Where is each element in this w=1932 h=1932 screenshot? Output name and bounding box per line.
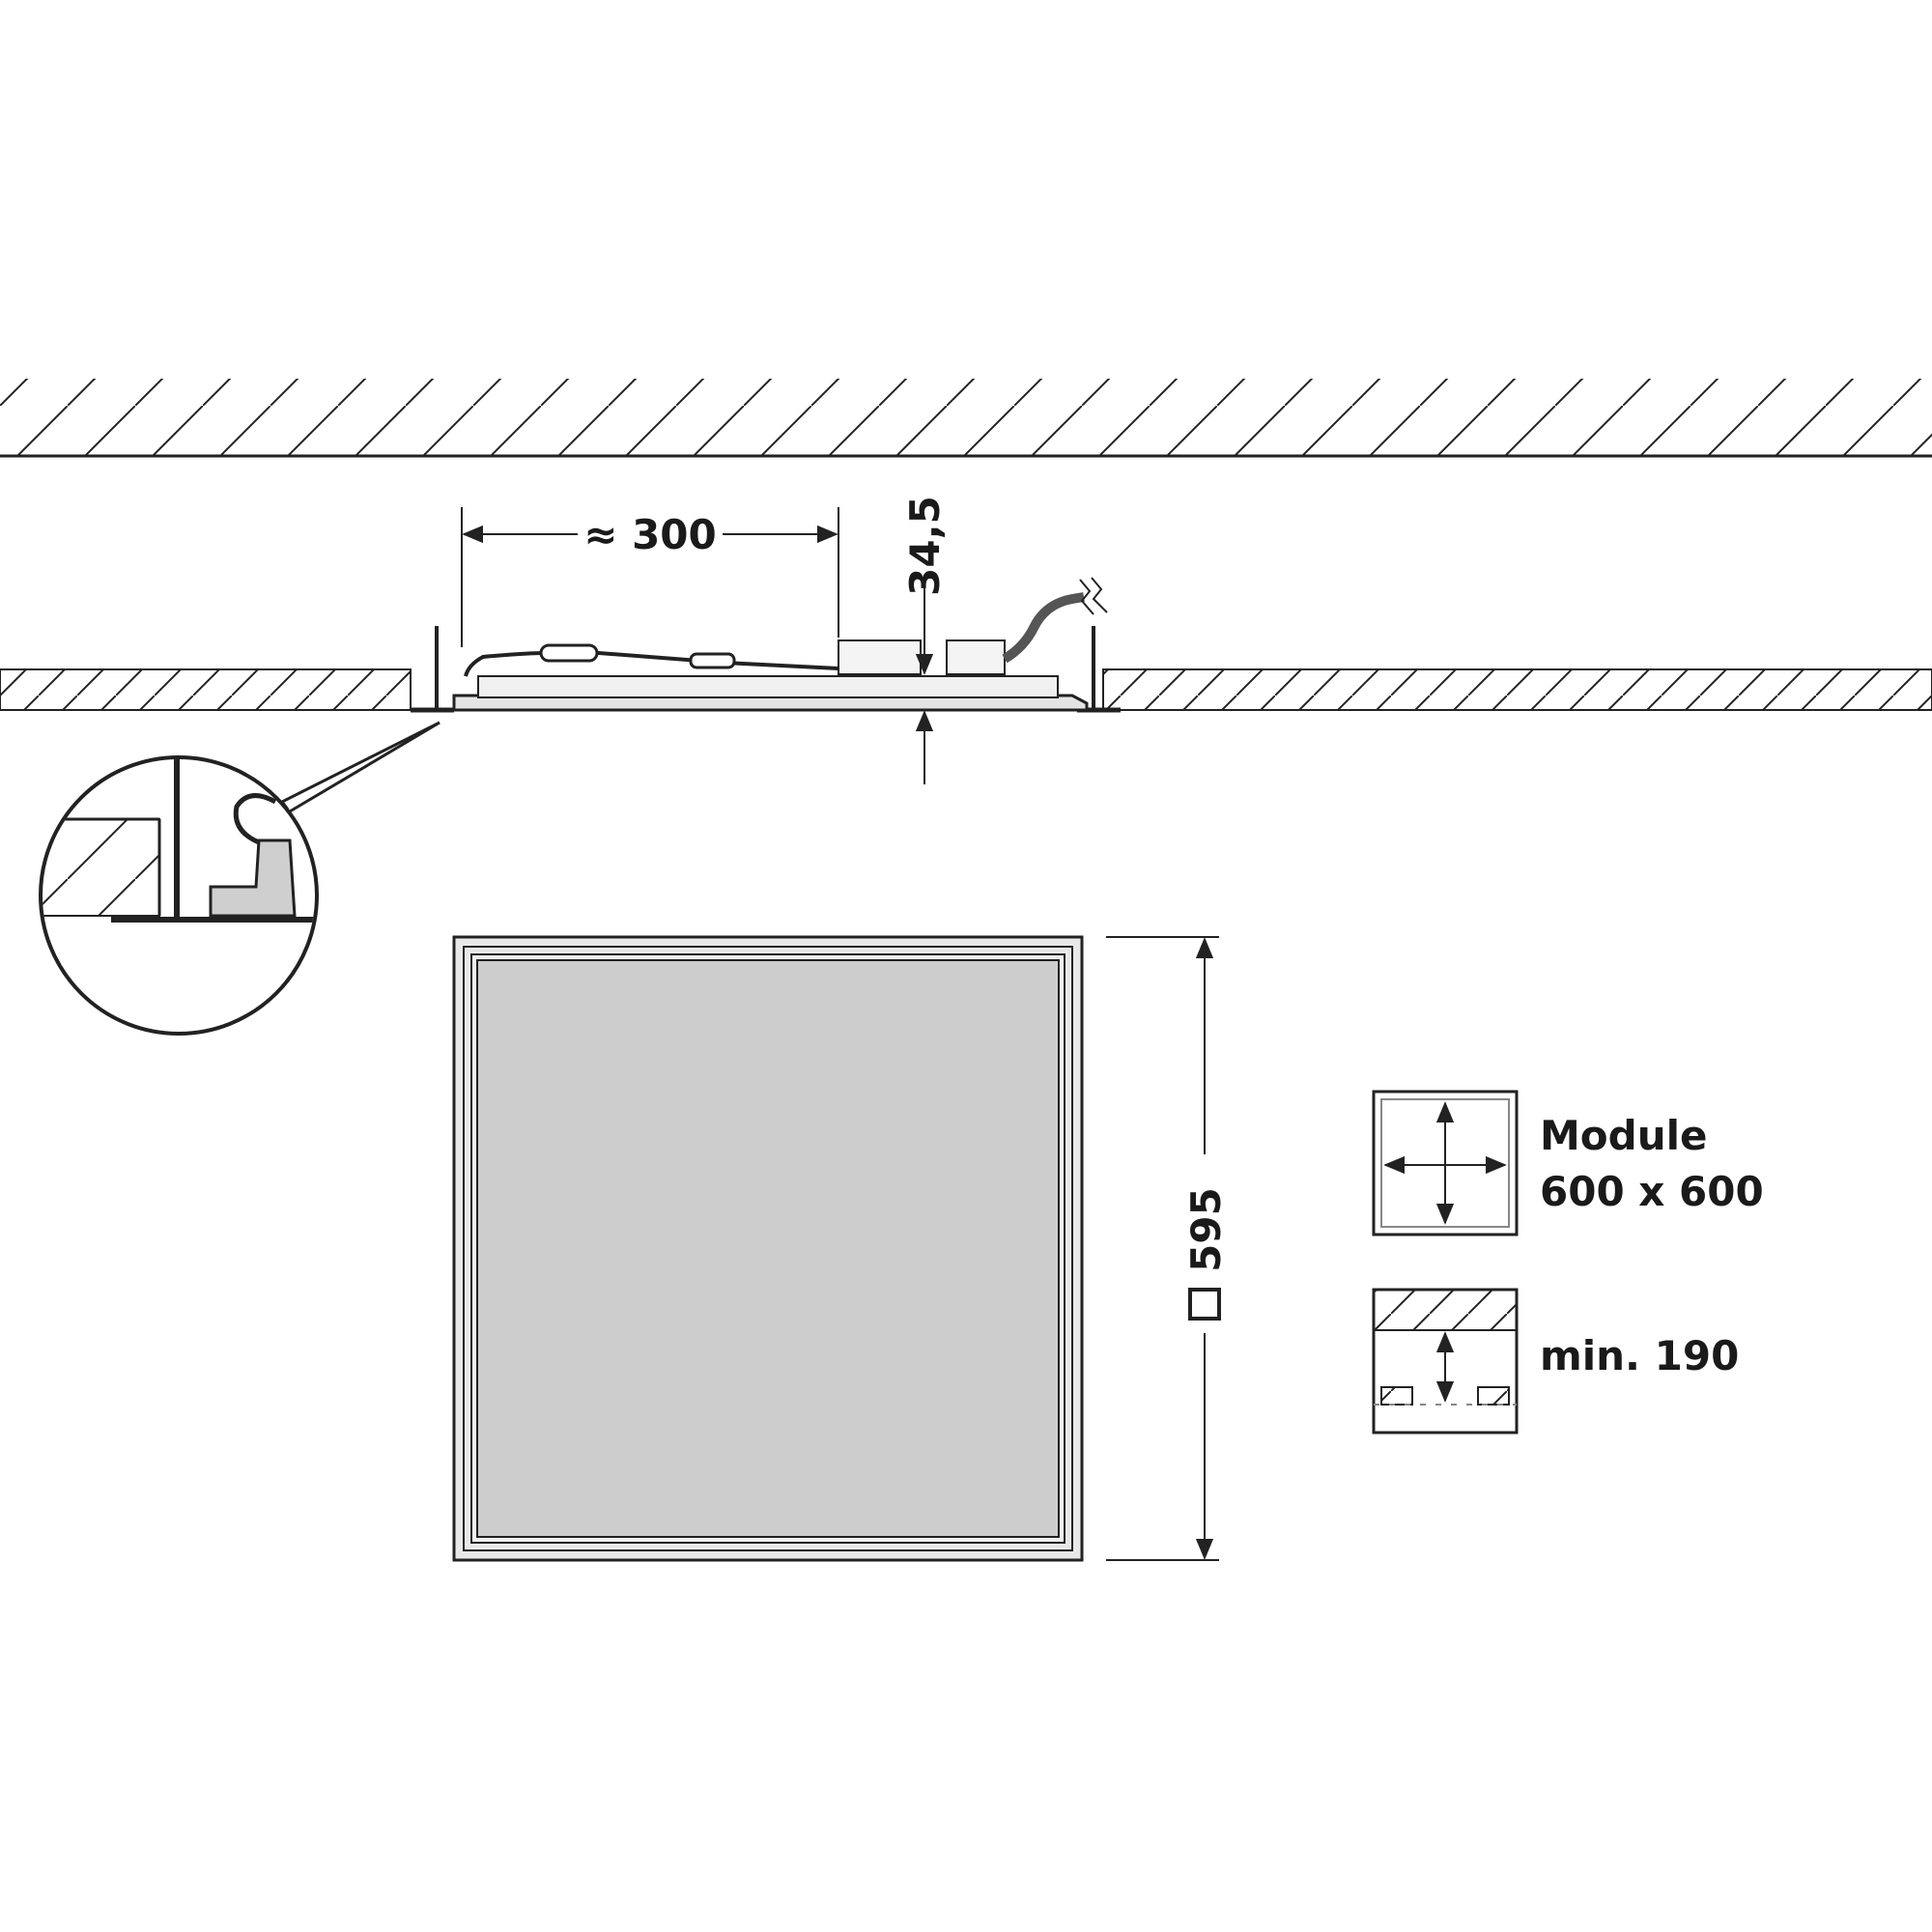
upper-slab — [0, 379, 1932, 458]
ceiling-board-left — [0, 668, 412, 711]
dimension-panel-label: 595 — [1182, 1187, 1230, 1272]
luminaire-section — [452, 577, 1108, 712]
module-icon — [1372, 1090, 1519, 1236]
module-label-line2: 600 x 600 — [1540, 1168, 1764, 1215]
clearance-icon — [1372, 1288, 1519, 1435]
ceiling-board-right — [1102, 668, 1932, 711]
dimension-length — [461, 507, 839, 647]
module-label-line1: Module — [1540, 1112, 1708, 1159]
dimension-length-label: ≈ 300 — [583, 511, 716, 558]
square-symbol — [1188, 1288, 1221, 1321]
dimension-panel — [1106, 936, 1219, 1561]
dimension-height-label: 34,5 — [901, 496, 949, 596]
detail-callout — [39, 721, 440, 1036]
panel-plan-view — [452, 935, 1084, 1562]
clearance-label: min. 190 — [1540, 1332, 1739, 1379]
